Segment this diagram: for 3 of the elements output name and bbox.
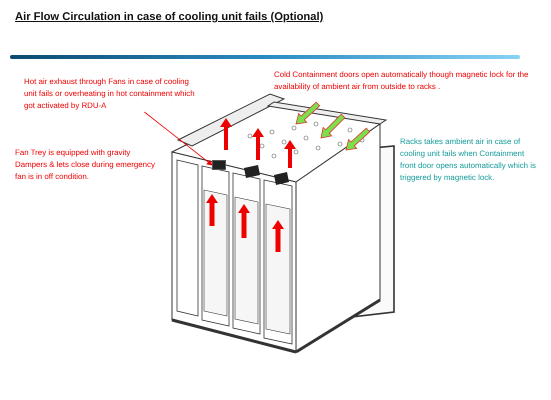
title: Air Flow Circulation in case of cooling unit fails (Optional) (15, 11, 324, 23)
leader-line (144, 112, 213, 166)
fan-box (212, 160, 226, 170)
